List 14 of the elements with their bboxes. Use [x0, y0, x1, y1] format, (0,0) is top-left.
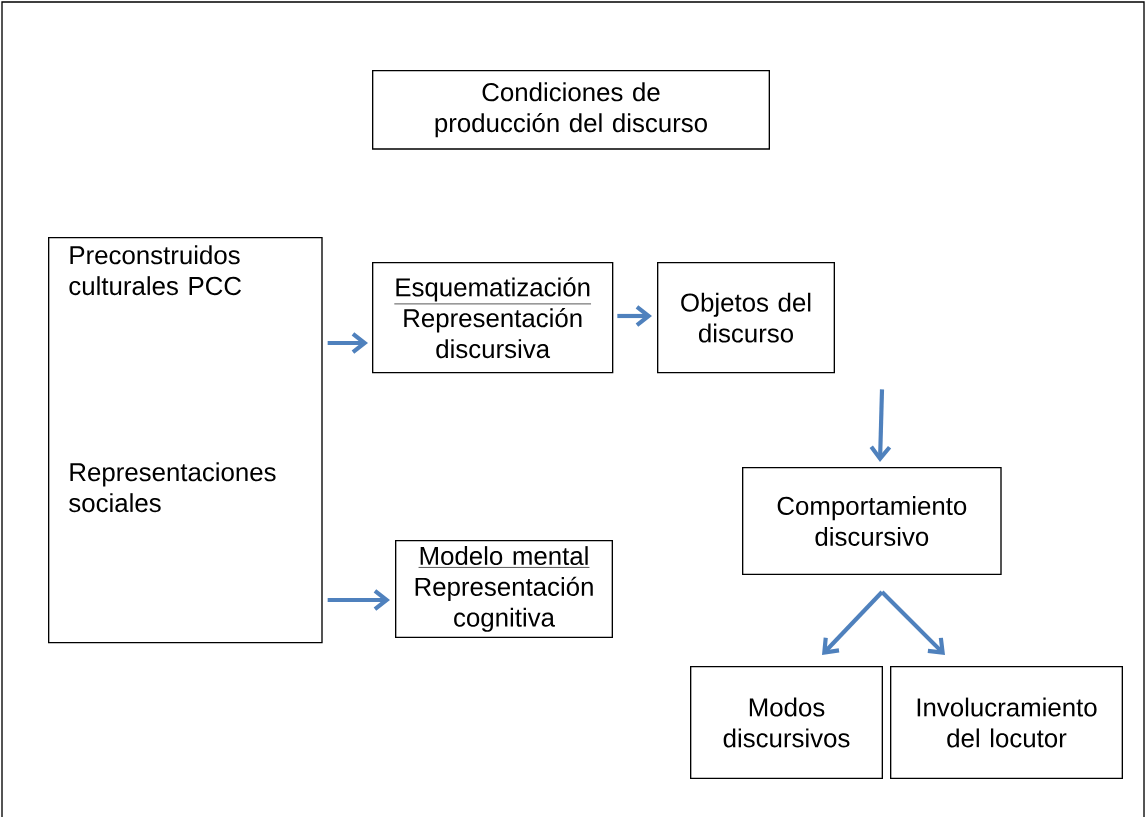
arrow: [869, 389, 892, 462]
arrow: [880, 590, 945, 655]
arrow: [327, 332, 368, 354]
text-box: Involucramiento del locutor: [890, 666, 1123, 779]
text-box: Comportamiento discursivo: [742, 467, 1002, 575]
text-box: Modos discursivos: [690, 666, 883, 779]
arrow: [822, 590, 884, 655]
arrow: [327, 589, 390, 611]
text-box: Esquematización Representación discursiva: [372, 262, 614, 374]
text-box: Condiciones de producción del discurso: [372, 70, 770, 150]
text-box: Objetos del discurso: [657, 262, 835, 374]
text-box: Modelo mental Representación cognitiva: [395, 540, 613, 638]
text-box: Preconstruidos culturales PCC Representaciones sociales: [48, 237, 323, 644]
arrow: [617, 305, 652, 327]
